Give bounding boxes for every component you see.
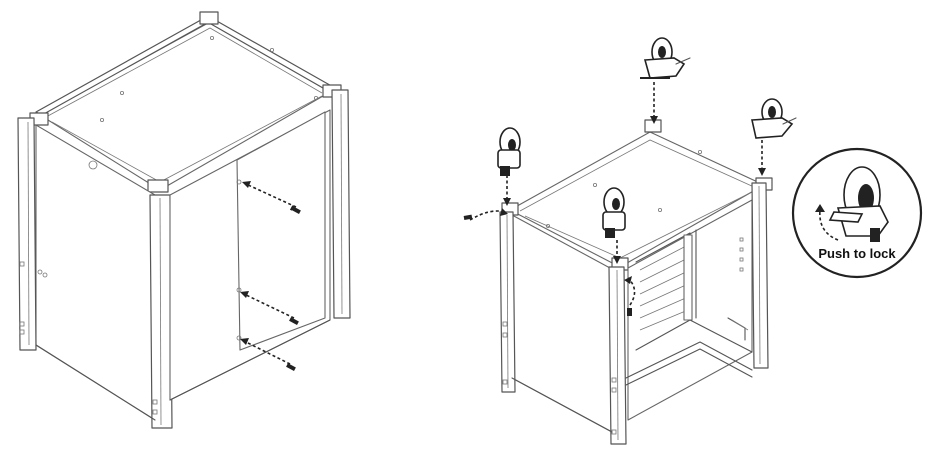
- caster-left: [497, 127, 521, 206]
- detached-side-panel: [236, 111, 326, 351]
- locking-caster-closeup: [828, 166, 889, 242]
- left-post-center: [149, 194, 173, 429]
- left-cabinet: [17, 11, 351, 429]
- caster-center: [602, 187, 626, 264]
- push-to-lock-label: Push to lock: [818, 246, 896, 261]
- caster-screw-left: [463, 208, 508, 221]
- left-post-back-right: [331, 89, 351, 319]
- caster-screw-right: [624, 276, 636, 316]
- screw-3: [240, 338, 296, 371]
- right-cabinet: [463, 37, 797, 445]
- push-to-lock-callout: Push to lock: [791, 147, 923, 279]
- push-arrow: [819, 209, 839, 241]
- screw-1: [242, 181, 301, 214]
- caster-top-center: [640, 37, 691, 124]
- shelf-runners: [635, 229, 753, 353]
- screw-2: [240, 291, 299, 325]
- left-post-front-left: [17, 117, 37, 351]
- caster-top-right: [751, 98, 797, 176]
- right-post-back-right: [751, 182, 769, 369]
